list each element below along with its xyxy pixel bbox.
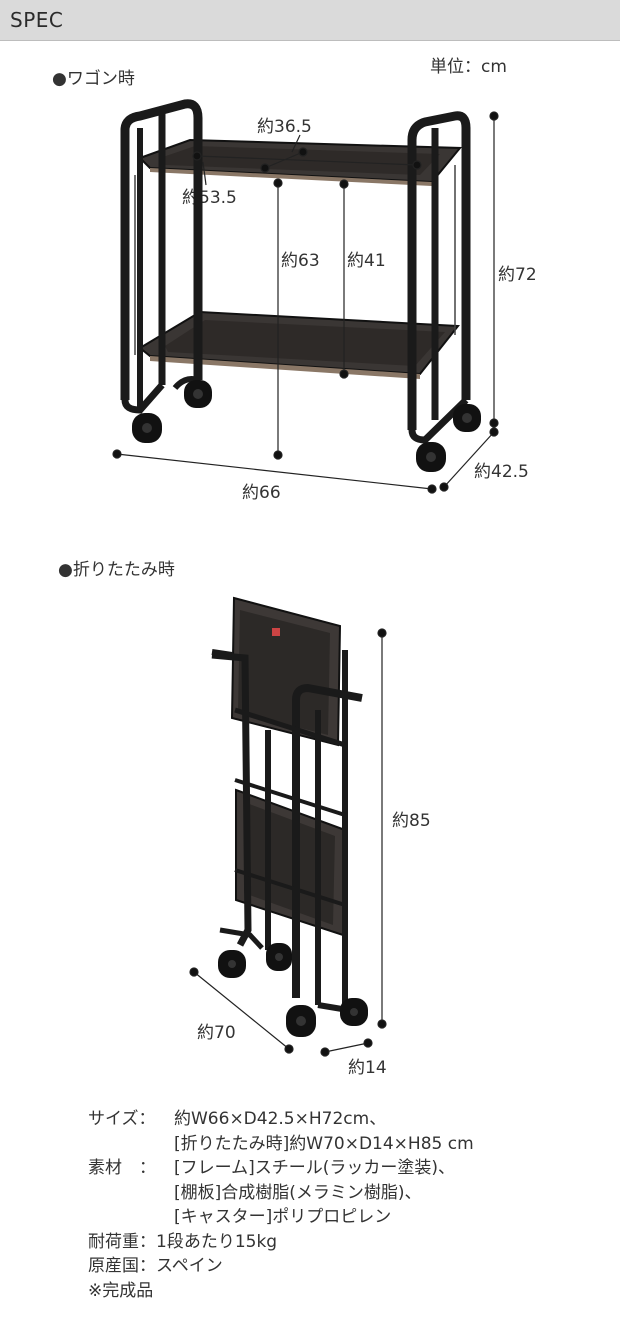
spec-size-label: サイズ： bbox=[88, 1109, 156, 1129]
spec-origin-row: 原産国：スペイン bbox=[88, 1254, 474, 1279]
wagon-illustration bbox=[120, 99, 481, 472]
spec-load-label: 耐荷重： bbox=[88, 1231, 156, 1252]
folded-dim-depth: 約14 bbox=[348, 1058, 387, 1078]
spec-header: SPEC bbox=[0, 0, 620, 41]
folded-illustration bbox=[211, 596, 368, 1037]
spec-list: サイズ： 約W66×D42.5×H72cm、 [折りたたみ時]約W70×D14×H… bbox=[88, 1107, 474, 1303]
spec-load-value: 1段あたり15kg bbox=[156, 1231, 278, 1252]
folded-dim-width: 約70 bbox=[197, 1023, 236, 1043]
spec-material-value: [フレーム]スチール(ラッカー塗装)、 bbox=[174, 1158, 456, 1178]
unit-label: 単位：cm bbox=[430, 57, 507, 77]
spec-note: ※完成品 bbox=[88, 1280, 154, 1301]
spec-size-value-2: [折りたたみ時]約W70×D14×H85 cm bbox=[174, 1133, 474, 1154]
dim-height: 約72 bbox=[498, 265, 537, 285]
wagon-dimension-lines bbox=[112, 111, 499, 494]
spec-origin-value: スペイン bbox=[156, 1256, 223, 1276]
dim-width: 約66 bbox=[242, 483, 281, 503]
spec-size-value: 約W66×D42.5×H72cm、 bbox=[174, 1109, 387, 1129]
spec-material-value-2: [棚板]合成樹脂(メラミン樹脂)、 bbox=[174, 1182, 422, 1203]
dim-depth: 約42.5 bbox=[474, 462, 529, 482]
folded-section-title: ●折りたたみ時 bbox=[58, 560, 175, 580]
dim-top-width: 約36.5 bbox=[257, 117, 312, 137]
spec-size-row-2: [折りたたみ時]約W70×D14×H85 cm bbox=[88, 1132, 474, 1157]
spec-material-row-3: [キャスター]ポリプロピレン bbox=[88, 1205, 474, 1230]
header-title: SPEC bbox=[10, 8, 64, 32]
folded-dimension-lines bbox=[189, 628, 387, 1057]
dim-shelf-height: 約63 bbox=[281, 251, 320, 271]
spec-material-row: 素材 ： [フレーム]スチール(ラッカー塗装)、 bbox=[88, 1156, 474, 1181]
dim-lower-height: 約41 bbox=[347, 251, 386, 271]
spec-note-row: ※完成品 bbox=[88, 1279, 474, 1304]
spec-origin-label: 原産国： bbox=[88, 1256, 156, 1276]
folded-dim-height: 約85 bbox=[392, 811, 431, 831]
spec-material-value-3: [キャスター]ポリプロピレン bbox=[174, 1207, 392, 1227]
spec-material-row-2: [棚板]合成樹脂(メラミン樹脂)、 bbox=[88, 1181, 474, 1206]
spec-size-row: サイズ： 約W66×D42.5×H72cm、 bbox=[88, 1107, 474, 1132]
spec-material-label: 素材 ： bbox=[88, 1158, 156, 1178]
wagon-section-title: ●ワゴン時 bbox=[52, 69, 135, 89]
spec-load-row: 耐荷重：1段あたり15kg bbox=[88, 1230, 474, 1255]
